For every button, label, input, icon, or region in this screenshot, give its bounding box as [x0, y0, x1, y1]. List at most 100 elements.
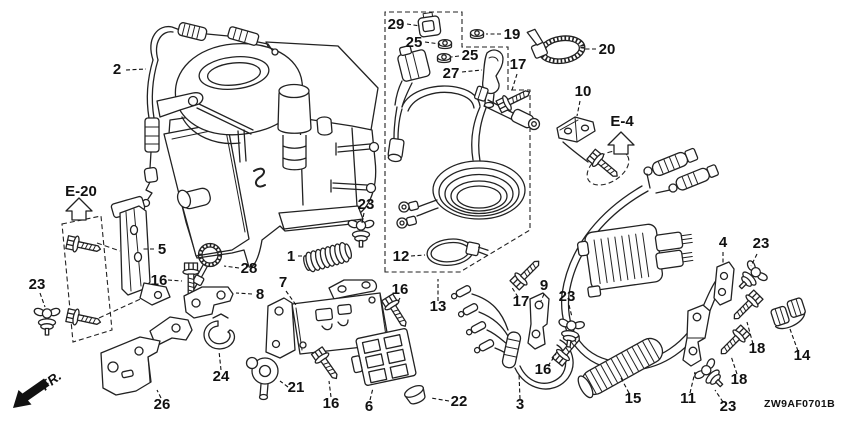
leader-line-16-15 [167, 279, 183, 282]
wing-bolt-23-engine [347, 219, 375, 248]
part-label-17-6: 17 [510, 56, 527, 73]
part-label-23-28: 23 [559, 288, 576, 305]
plate-4 [713, 261, 735, 306]
part-label-25-2: 25 [406, 34, 423, 51]
leader-line-9-27 [540, 293, 545, 302]
wing-bolt-23-bottom [692, 356, 732, 396]
bracket-26 [100, 316, 193, 396]
part-label-28-14: 28 [241, 260, 258, 277]
bracket-11 [682, 304, 711, 367]
bracket-10 [556, 116, 596, 163]
part-label-1-10: 1 [287, 248, 295, 265]
part-label-15-31: 15 [625, 390, 642, 407]
spring-1 [303, 241, 353, 273]
leader-line-23-28 [568, 304, 573, 318]
part-label-26-20: 26 [154, 396, 171, 413]
bolt-17-top [494, 84, 534, 115]
part-label-10-8: 10 [575, 83, 592, 100]
part-label-23-9: 23 [358, 196, 375, 213]
part-label-9-27: 9 [540, 277, 548, 294]
leader-line-25-2 [424, 41, 441, 45]
wing-bolt-23-mid [555, 318, 586, 350]
bracket-9 [527, 292, 550, 350]
part-label-17-26: 17 [513, 293, 530, 310]
part-label-18-34: 18 [731, 371, 748, 388]
cap-29 [417, 11, 442, 38]
leader-line-3-30 [518, 373, 521, 400]
leader-line-16-29 [547, 353, 557, 367]
leader-line-6-23 [369, 387, 374, 401]
part-label-16-22: 16 [323, 395, 340, 412]
part-label-23-38: 23 [753, 235, 770, 252]
wing-bolt-23-right [730, 258, 770, 298]
leader-line-22-24 [430, 397, 450, 402]
part-label-4-37: 4 [719, 234, 728, 251]
e4-bolt-oval [586, 150, 630, 186]
leader-line-23-33 [714, 389, 724, 403]
part-label-27-4: 27 [443, 65, 460, 82]
part-label-22-24: 22 [451, 393, 468, 410]
boot-27 [482, 49, 504, 109]
part-label-11-32: 11 [680, 390, 696, 407]
clamp-24 [203, 313, 236, 350]
leader-line-18-34 [730, 355, 738, 375]
bracket-5 [110, 195, 171, 306]
part-label-25-3: 25 [462, 47, 479, 64]
boxed-bolt-a [64, 233, 103, 258]
leader-line-11-32 [689, 371, 696, 394]
corrugated-tube-15 [577, 337, 664, 399]
leader-line-25-3 [450, 55, 460, 58]
part-label-24-19: 24 [213, 368, 230, 385]
cap-22 [403, 384, 426, 405]
engine-block [156, 41, 380, 268]
e4-arrow-icon [607, 131, 635, 155]
bolt-18a [728, 288, 765, 325]
part-label-16-25: 16 [392, 281, 409, 298]
wire-set-3 [450, 285, 574, 390]
grommet-21 [245, 356, 279, 401]
regulator [576, 223, 694, 298]
ref-label-e20: E-20 [65, 183, 97, 200]
clamp-28 [192, 242, 223, 292]
leader-line-23-38 [750, 253, 758, 267]
leader-line-17-26 [510, 285, 519, 298]
leader-line-2-0 [125, 68, 147, 71]
leader-line-23-9 [361, 212, 365, 224]
leader-line-23-17 [39, 292, 46, 308]
part-label-3-30: 3 [516, 396, 524, 413]
leader-line-10-8 [576, 100, 581, 117]
leader-line-16-22 [328, 380, 332, 398]
part-label-21-21: 21 [288, 379, 305, 396]
part-label-19-5: 19 [504, 26, 521, 43]
leader-line-27-4 [461, 69, 483, 73]
battery-cable [396, 85, 541, 229]
bracket-8 [183, 286, 234, 319]
leader-line-18-35 [746, 321, 754, 345]
fuse-box-6 [351, 328, 417, 386]
fr-arrow-icon [13, 378, 50, 408]
diagram-code: ZW9AF0701B [764, 398, 835, 410]
bolt-box-leaders [96, 242, 148, 319]
part-label-14-36: 14 [794, 347, 811, 364]
clamp-12 [426, 238, 489, 267]
throttle-cable [141, 22, 279, 208]
e20-arrow-icon [65, 197, 93, 221]
leader-line-21-21 [279, 380, 289, 388]
part-label-23-17: 23 [29, 276, 46, 293]
part-label-18-35: 18 [749, 340, 766, 357]
part-label-6-23: 6 [365, 398, 373, 415]
part-label-23-33: 23 [720, 398, 737, 415]
part-label-8-16: 8 [256, 286, 264, 303]
wing-bolt-23-left [33, 307, 61, 336]
part-label-12-11: 12 [393, 248, 410, 265]
leader-line-24-19 [218, 350, 222, 371]
leader-line-15-31 [620, 377, 630, 394]
leader-line-29-1 [406, 23, 421, 27]
leader-line-16-25 [395, 297, 401, 306]
small-parts-box [384, 11, 531, 273]
part-label-7-18: 7 [279, 274, 287, 291]
leader-line-26-20 [156, 389, 162, 399]
